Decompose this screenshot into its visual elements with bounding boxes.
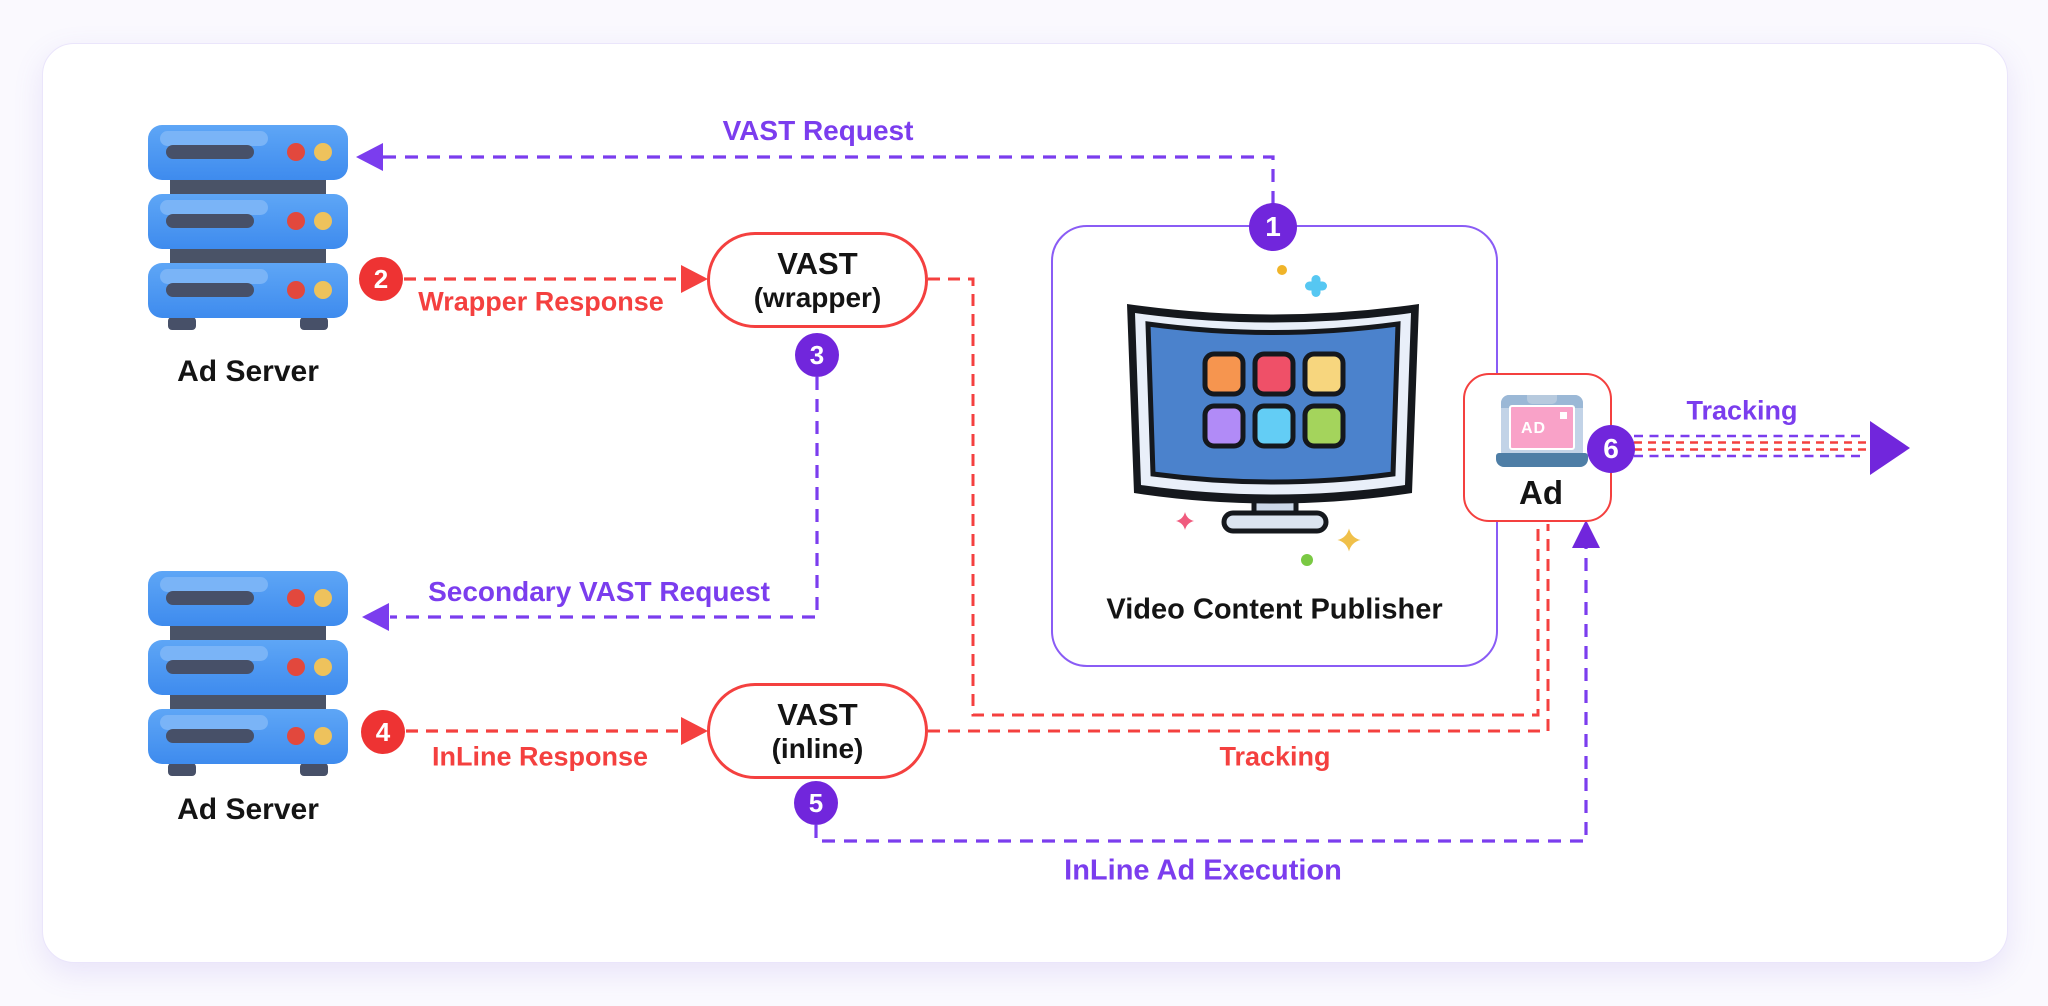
ad-label: Ad xyxy=(1519,474,1563,511)
inline-ad-execution-label: InLine Ad Execution xyxy=(1064,854,1342,887)
server-icon xyxy=(148,571,348,776)
wrapper-response-label: Wrapper Response xyxy=(418,286,664,317)
secondary-vast-request-label: Secondary VAST Request xyxy=(428,576,770,607)
vast-wrapper-title: VAST xyxy=(777,246,858,282)
tracking-label-red: Tracking xyxy=(1219,741,1331,772)
step-badge-4: 4 xyxy=(361,710,405,754)
step-badge-3: 3 xyxy=(795,333,839,377)
laptop-ad-icon: AD xyxy=(1496,395,1588,469)
step-badge-2: 2 xyxy=(359,257,403,301)
vast-wrapper-subtitle: (wrapper) xyxy=(753,281,882,313)
publisher-label: Video Content Publisher xyxy=(1106,593,1443,626)
vast-inline-title: VAST xyxy=(777,697,858,733)
ad-server-bottom-label: Ad Server xyxy=(177,793,319,826)
tracking-label-purple: Tracking xyxy=(1686,395,1798,426)
server-icon xyxy=(148,125,348,330)
vast-request-label: VAST Request xyxy=(722,115,914,146)
video-content-publisher-box: Video Content Publisher xyxy=(1051,225,1498,667)
close-badge-icon xyxy=(1560,412,1567,419)
step-badge-6: 6 xyxy=(1587,425,1635,473)
ad-screen: AD xyxy=(1509,405,1575,450)
ad-screen-label: AD xyxy=(1521,420,1547,437)
ad-server-top-label: Ad Server xyxy=(177,355,319,388)
vast-wrapper-node: VAST (wrapper) xyxy=(707,232,928,328)
inline-response-label: InLine Response xyxy=(431,741,649,772)
vast-inline-subtitle: (inline) xyxy=(771,732,864,764)
step-badge-5: 5 xyxy=(794,781,838,825)
vast-inline-node: VAST (inline) xyxy=(707,683,928,779)
step-badge-1: 1 xyxy=(1249,203,1297,251)
